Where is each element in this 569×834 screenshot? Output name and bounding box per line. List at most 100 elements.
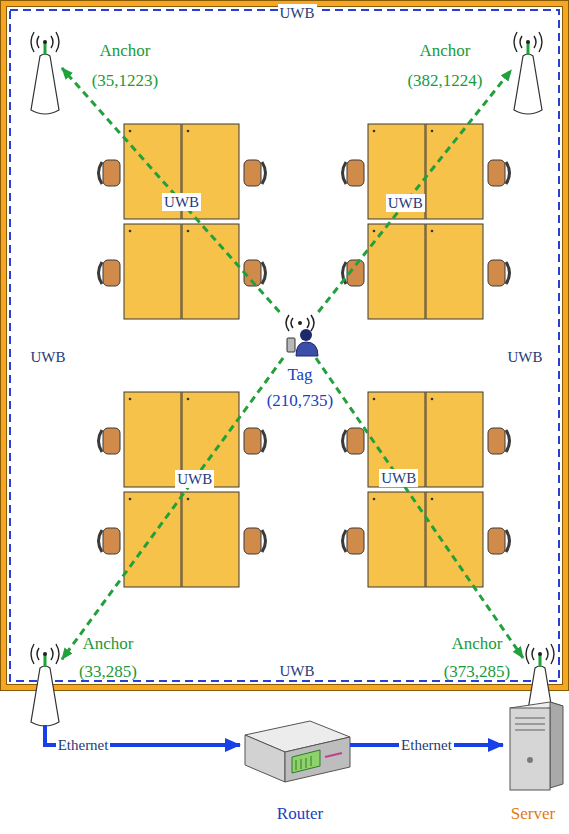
chair-back: [99, 430, 103, 452]
edge-label: UWB: [175, 470, 214, 488]
anchor-node: Anchor (373,285): [523, 640, 557, 725]
chair-back: [262, 162, 266, 184]
room-outer-edge: [1, 1, 569, 691]
desk-dot: [431, 130, 434, 133]
node-label: Server: [503, 803, 563, 825]
chair-back: [506, 262, 510, 284]
server-side: [550, 702, 563, 788]
chair-back: [343, 530, 347, 552]
uwb-connector: [62, 68, 280, 312]
desk: [182, 224, 239, 319]
chair-back: [262, 530, 266, 552]
chair-back: [99, 162, 103, 184]
tag-node: Tag (210,735): [278, 312, 322, 358]
chair: [244, 428, 261, 454]
signal-dot: [298, 321, 302, 325]
desk-dot: [129, 398, 132, 401]
chair-back: [506, 530, 510, 552]
uwb-connector: [62, 358, 283, 659]
desk-dot: [373, 398, 376, 401]
tag-device: [287, 338, 295, 352]
chair: [347, 428, 364, 454]
desk-dot: [187, 398, 190, 401]
router-stripe: [325, 753, 342, 757]
desk-dot: [431, 230, 434, 233]
chair: [488, 528, 505, 554]
desk-dot: [187, 498, 190, 501]
chair-back: [99, 530, 103, 552]
anchor-antennas: [31, 32, 554, 726]
desk: [368, 124, 425, 219]
desk-dot: [373, 498, 376, 501]
desk: [426, 492, 483, 587]
node-label: Tag (210,735): [260, 362, 340, 414]
chair: [103, 428, 120, 454]
uwb-connector: [316, 358, 523, 658]
node-label: Anchor (382,1224): [403, 36, 487, 96]
antenna-dot: [538, 652, 542, 656]
desk-dot: [129, 498, 132, 501]
desk-dot: [431, 398, 434, 401]
node-label: Anchor (35,1223): [83, 36, 167, 96]
chair: [488, 428, 505, 454]
edge-label: UWB: [379, 469, 418, 487]
signal-waves: [31, 644, 59, 664]
chair-back: [99, 262, 103, 284]
chair-back: [343, 162, 347, 184]
uwb-label: UWB: [29, 348, 68, 366]
node-label: Router: [260, 803, 340, 825]
desk: [124, 224, 181, 319]
antenna-dot: [43, 652, 47, 656]
chair-back: [262, 262, 266, 284]
server-node: Server: [503, 700, 563, 790]
uwb-label: UWB: [506, 348, 545, 366]
chair-back: [343, 430, 347, 452]
server-icon: [510, 702, 563, 790]
chair: [244, 528, 261, 554]
antenna-body: [31, 54, 59, 114]
desk: [368, 224, 425, 319]
chair-back: [506, 430, 510, 452]
uwb-coverage: [10, 10, 559, 681]
room-inner-edge: [7, 7, 563, 685]
desk: [426, 224, 483, 319]
router-front: [245, 735, 285, 782]
edge-label: Ethernet: [399, 736, 454, 754]
desk: [368, 392, 425, 487]
desk-groups: [99, 124, 510, 587]
uwb-connector: [318, 70, 511, 312]
signal-waves: [514, 32, 542, 52]
signal-waves: [31, 32, 59, 52]
signal-waves: [526, 644, 554, 664]
chair: [103, 160, 120, 186]
node-label: Anchor (373,285): [435, 630, 519, 686]
desk: [426, 124, 483, 219]
chair: [103, 260, 120, 286]
desk-dot: [129, 130, 132, 133]
server-button: [527, 757, 533, 763]
desk: [124, 392, 181, 487]
desk-dot: [129, 230, 132, 233]
chair: [488, 160, 505, 186]
edge-label: Ethernet: [56, 736, 111, 754]
server-front: [510, 708, 550, 790]
desk-dot: [431, 498, 434, 501]
uwb-label: UWB: [278, 4, 317, 22]
router-side: [285, 737, 350, 782]
chair: [103, 528, 120, 554]
desk: [182, 492, 239, 587]
desk: [426, 392, 483, 487]
router-icon: [245, 721, 350, 782]
chair-back: [506, 162, 510, 184]
router-node: Router: [240, 715, 350, 775]
chair: [244, 160, 261, 186]
antenna-body: [514, 54, 542, 114]
desk-dot: [373, 230, 376, 233]
edge-label: UWB: [386, 194, 425, 212]
antenna-dot: [526, 40, 530, 44]
edge-label: UWB: [162, 193, 201, 211]
antenna-body: [31, 666, 59, 726]
